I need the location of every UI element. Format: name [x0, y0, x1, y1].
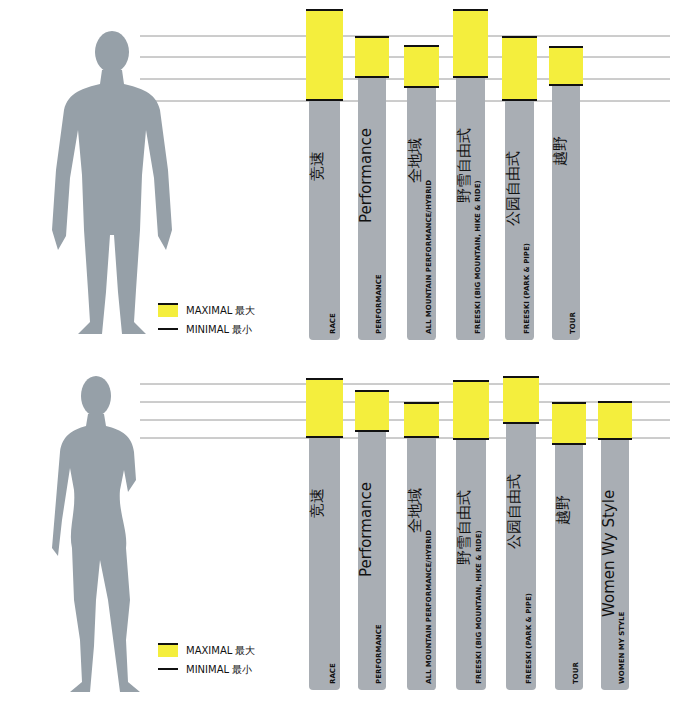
ski-type-label: Women Wy Style: [602, 490, 617, 617]
legend-text: MAXIMAL 最大: [186, 644, 256, 658]
ski-type-english: PERFORMANCE: [376, 274, 383, 334]
ski-type-english: ALL MOUNTAIN PERFORMANCE/HYBRID: [426, 530, 433, 684]
length-band: [306, 9, 343, 101]
length-band: [552, 402, 586, 445]
ski-type-label: 竞速: [310, 488, 325, 518]
legend-swatch: [158, 643, 178, 657]
ski-type-english: WOMEN MY STYLE: [619, 612, 626, 684]
legend-line-sample: [158, 328, 178, 330]
legend-text: MAXIMAL 最大: [186, 304, 256, 318]
legend-text: MINIMAL 最小: [186, 323, 252, 337]
ski-type-english: RACE: [330, 663, 337, 684]
ski-type-label: Performance: [359, 482, 374, 577]
ski-shape: PerformancePERFORMANCE: [358, 393, 386, 690]
ski-type-english: PERFORMANCE: [376, 624, 383, 684]
ski-shape: 越野 TOUR: [555, 405, 583, 690]
ski-shape: 全地域ALL MOUNTAIN PERFORMANCE/HYBRID: [407, 405, 436, 690]
ski-type-label: 野雪自由式: [457, 490, 472, 565]
ski-type-english: TOUR: [570, 312, 577, 334]
ski-type-label: 全地域: [408, 488, 423, 533]
ski-type-label: 公园自由式: [507, 474, 522, 549]
ski-type-english: ALL MOUNTAIN PERFORMANCE/HYBRID: [426, 180, 433, 334]
ski-shape: 公园自由式 FREESKI (PARK & PIPE): [506, 379, 536, 690]
ski-type-label: 公园自由式: [506, 151, 521, 226]
length-band: [598, 401, 632, 440]
ski-type-english: FREESKI (BIG MOUNTAIN, HIKE & RIDE): [475, 180, 482, 334]
length-band: [503, 376, 539, 424]
ski-shape: 竞速 RACE: [309, 381, 340, 690]
ski-type-english: FREESKI (BIG MOUNTAIN, HIKE & RIDE): [476, 530, 483, 684]
ski-type-english: RACE: [330, 313, 337, 334]
ski-type-label: 越野: [556, 495, 571, 525]
length-band: [453, 380, 489, 440]
length-band: [404, 45, 439, 88]
ski-shape: 全地域ALL MOUNTAIN PERFORMANCE/HYBRID: [407, 48, 436, 340]
ski-type-label: 越野: [553, 136, 568, 166]
legend-swatch: [158, 303, 178, 317]
ski-type-label: 野雪自由式: [457, 128, 472, 203]
ski-type-label: 全地域: [408, 138, 423, 183]
ski-type-english: FREESKI (PARK & PIPE): [526, 593, 533, 684]
length-band: [404, 402, 439, 438]
legend-text: MINIMAL 最小: [186, 663, 252, 677]
length-band: [306, 378, 343, 438]
length-band: [549, 46, 583, 86]
ski-shape: 竞速 RACE: [309, 12, 340, 340]
height-lines: [140, 36, 670, 438]
length-band: [453, 9, 488, 78]
ski-shape: PerformancePERFORMANCE: [358, 39, 386, 340]
legend-line-sample: [158, 668, 178, 670]
ski-shape: Women Wy StyleWOMEN MY STYLE: [601, 404, 629, 690]
length-band: [355, 36, 389, 78]
ski-type-english: FREESKI (PARK & PIPE): [524, 243, 531, 334]
ski-shape: 越野 TOUR: [552, 49, 580, 340]
ski-shape: 野雪自由式 FREESKI (BIG MOUNTAIN, HIKE & RIDE): [456, 383, 486, 690]
ski-shape: 公园自由式 FREESKI (PARK & PIPE): [505, 39, 534, 340]
ski-type-label: 竞速: [310, 151, 325, 181]
ski-type-english: TOUR: [573, 662, 580, 684]
female-silhouette: [52, 376, 140, 692]
ski-shape: 野雪自由式FREESKI (BIG MOUNTAIN, HIKE & RIDE): [456, 12, 485, 340]
length-band: [355, 390, 389, 432]
length-band: [502, 36, 537, 101]
ski-type-label: Performance: [359, 128, 374, 223]
male-silhouette: [52, 31, 172, 334]
